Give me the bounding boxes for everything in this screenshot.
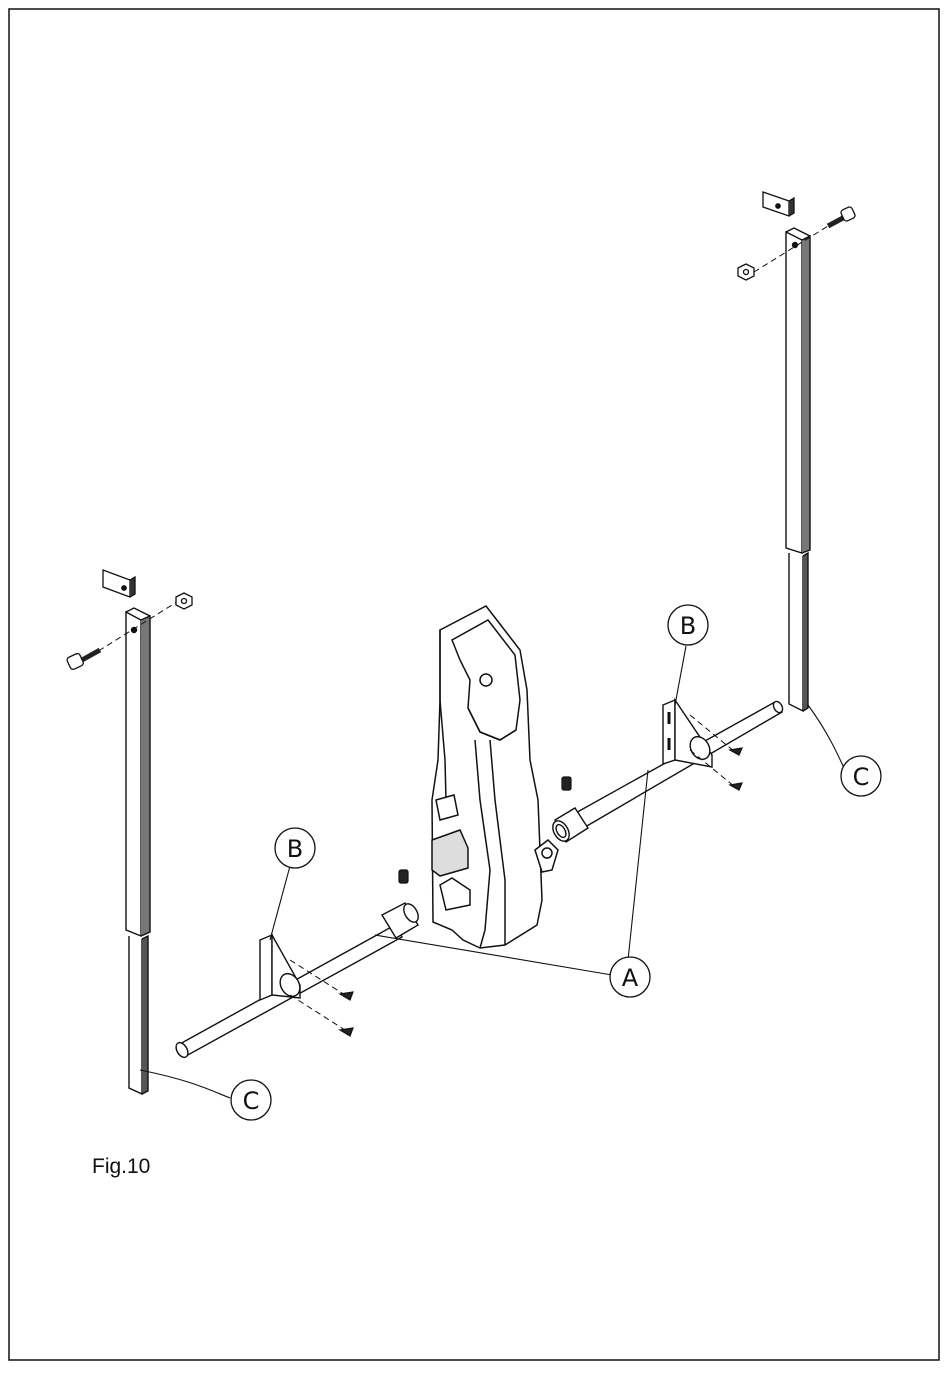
left-set-screw — [399, 870, 408, 883]
left-bracket — [260, 935, 304, 1000]
callout-a: A — [610, 957, 650, 997]
right-top-plate — [763, 192, 794, 216]
motor-housing — [432, 606, 558, 948]
callout-c-right: C — [841, 756, 881, 796]
callout-b-right: B — [668, 605, 708, 645]
callout-c-left: C — [231, 1080, 271, 1120]
left-upright-bar — [126, 608, 150, 1094]
svg-text:B: B — [680, 612, 696, 640]
svg-text:C: C — [853, 763, 870, 791]
left-bolt — [66, 650, 100, 670]
right-nut — [738, 264, 754, 280]
callout-b-left: B — [275, 828, 315, 868]
figure-label: Fig.10 — [92, 1155, 150, 1179]
right-set-screw — [562, 777, 571, 790]
svg-text:B: B — [287, 835, 303, 863]
right-bracket — [663, 700, 714, 767]
right-upright-bar — [786, 228, 810, 711]
svg-text:C: C — [243, 1087, 260, 1115]
right-screws — [730, 748, 742, 790]
left-nut — [176, 593, 192, 609]
left-screws — [340, 992, 353, 1036]
svg-text:A: A — [622, 964, 639, 992]
left-screw-axis-2 — [290, 995, 345, 1030]
right-bolt — [828, 206, 856, 226]
left-top-plate — [103, 570, 135, 597]
